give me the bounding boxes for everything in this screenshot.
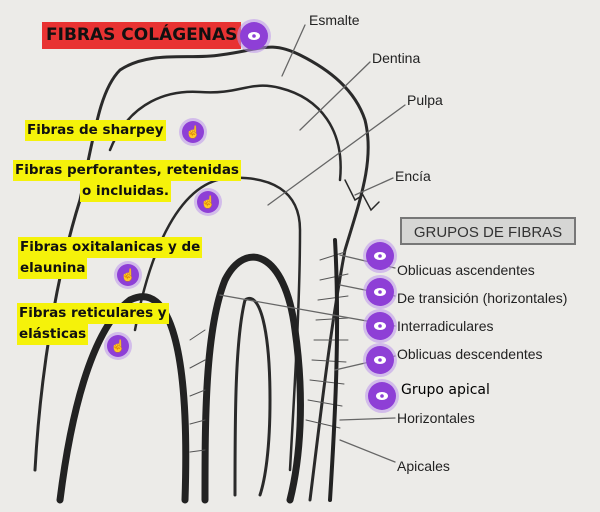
label-fibras-oxitalanicas-1: Fibras oxitalanicas y de bbox=[18, 237, 203, 258]
groups-header-box: GRUPOS DE FIBRAS bbox=[400, 217, 576, 245]
label-grupo-apical: Grupo apical bbox=[401, 382, 490, 398]
label-fibras-perforantes-2: o incluidas. bbox=[80, 181, 172, 202]
label-horizontales: Horizontales bbox=[397, 410, 475, 426]
label-fibras-sharpey: Fibras de sharpey bbox=[25, 120, 166, 141]
hand-pointer-icon: ☝ bbox=[185, 125, 201, 139]
label-encia: Encía bbox=[395, 168, 431, 184]
hand-pointer-icon: ☝ bbox=[120, 268, 136, 282]
view-button-oblicuas-descendentes[interactable] bbox=[366, 346, 394, 374]
label-pulpa: Pulpa bbox=[407, 92, 443, 108]
label-de-transicion: De transición (horizontales) bbox=[397, 290, 568, 306]
hotspot-reticulares[interactable]: ☝ bbox=[107, 335, 129, 357]
hand-pointer-icon: ☝ bbox=[200, 195, 216, 209]
view-button-interradiculares[interactable] bbox=[366, 312, 394, 340]
label-esmalte: Esmalte bbox=[309, 12, 360, 28]
view-button-oblicuas-ascendentes[interactable] bbox=[366, 242, 394, 270]
label-fibras-reticulares-1: Fibras reticulares y bbox=[17, 303, 169, 324]
eye-icon bbox=[374, 252, 386, 260]
hotspot-perforantes[interactable]: ☝ bbox=[197, 191, 219, 213]
label-fibras-oxitalanicas-2: elaunina bbox=[18, 258, 88, 279]
eye-icon bbox=[376, 392, 388, 400]
eye-icon bbox=[374, 288, 386, 296]
eye-icon bbox=[374, 322, 386, 330]
label-dentina: Dentina bbox=[372, 50, 421, 66]
label-fibras-reticulares-2: elásticas bbox=[17, 324, 89, 345]
view-button-grupo-apical[interactable] bbox=[368, 382, 396, 410]
label-apicales: Apicales bbox=[397, 458, 450, 474]
title-fibras-colagenas: FIBRAS COLÁGENAS bbox=[42, 22, 242, 49]
view-button-colagenas[interactable] bbox=[240, 22, 268, 50]
label-oblicuas-descendentes: Oblicuas descendentes bbox=[397, 346, 543, 362]
view-button-de-transicion[interactable] bbox=[366, 278, 394, 306]
label-interradiculares: Interradiculares bbox=[397, 318, 494, 334]
hand-pointer-icon: ☝ bbox=[110, 339, 126, 353]
eye-icon bbox=[248, 32, 260, 40]
hotspot-sharpey[interactable]: ☝ bbox=[182, 121, 204, 143]
eye-icon bbox=[374, 356, 386, 364]
label-fibras-perforantes-1: Fibras perforantes, retenidas bbox=[13, 160, 241, 181]
label-oblicuas-ascendentes: Oblicuas ascendentes bbox=[397, 262, 535, 278]
hotspot-oxitalanicas[interactable]: ☝ bbox=[117, 264, 139, 286]
